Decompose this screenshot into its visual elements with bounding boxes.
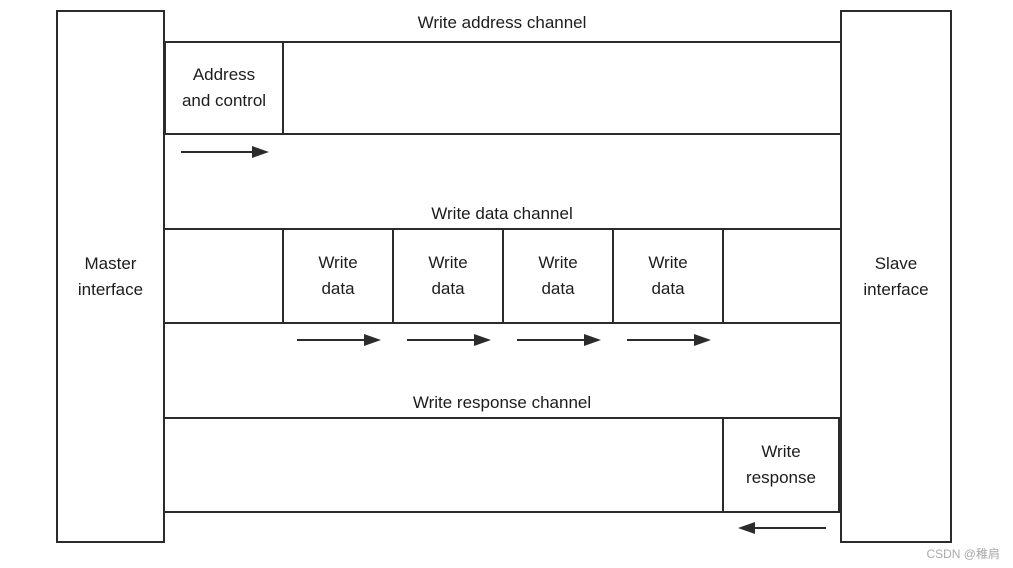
empty-cell-right xyxy=(724,230,840,322)
address-channel-top-line xyxy=(164,41,840,43)
write-address-channel-title: Write address channel xyxy=(417,13,587,32)
right-arrow-icon xyxy=(627,334,711,346)
write-data-label: Write data xyxy=(538,253,578,298)
write-data-label: Write data xyxy=(318,253,358,298)
arrow-head xyxy=(694,334,711,346)
write-data-channel-title: Write data channel xyxy=(431,204,573,223)
master-interface-box: Master interface xyxy=(56,10,165,543)
response-channel-top-line xyxy=(164,417,840,419)
arrow-shaft xyxy=(297,339,369,341)
address-and-control-label: Address and control xyxy=(181,65,267,110)
right-arrow-icon xyxy=(181,146,269,158)
master-interface-label: Master interface xyxy=(77,253,144,299)
arrow-shaft xyxy=(627,339,699,341)
slave-interface-box: Slave interface xyxy=(840,10,952,543)
arrow-head xyxy=(474,334,491,346)
left-arrow-icon xyxy=(738,522,826,534)
arrow-head xyxy=(364,334,381,346)
right-arrow-icon xyxy=(517,334,601,346)
arrow-shaft xyxy=(517,339,589,341)
arrow-shaft xyxy=(407,339,479,341)
arrow-head xyxy=(584,334,601,346)
write-data-label: Write data xyxy=(648,253,688,298)
arrow-head xyxy=(252,146,269,158)
write-response-channel-title: Write response channel xyxy=(412,393,592,412)
slave-interface-label: Slave interface xyxy=(863,253,929,299)
write-data-box: Write data xyxy=(614,230,724,322)
csdn-watermark: CSDN @稚肩 xyxy=(926,547,1000,561)
write-data-channel-row: Write data Write data Write data Write d… xyxy=(164,228,840,324)
right-arrow-icon xyxy=(407,334,491,346)
arrow-head xyxy=(738,522,755,534)
arrow-shaft xyxy=(750,527,826,529)
write-response-box: Write response xyxy=(722,417,840,513)
write-response-label: Write response xyxy=(746,442,816,487)
arrow-shaft xyxy=(181,151,257,153)
write-data-box: Write data xyxy=(394,230,504,322)
address-and-control-box: Address and control xyxy=(164,41,284,135)
response-channel-bottom-line xyxy=(164,511,840,513)
write-data-label: Write data xyxy=(428,253,468,298)
empty-cell-left xyxy=(164,230,284,322)
write-data-box: Write data xyxy=(284,230,394,322)
address-channel-bottom-line xyxy=(164,133,840,135)
right-arrow-icon xyxy=(297,334,381,346)
write-data-box: Write data xyxy=(504,230,614,322)
